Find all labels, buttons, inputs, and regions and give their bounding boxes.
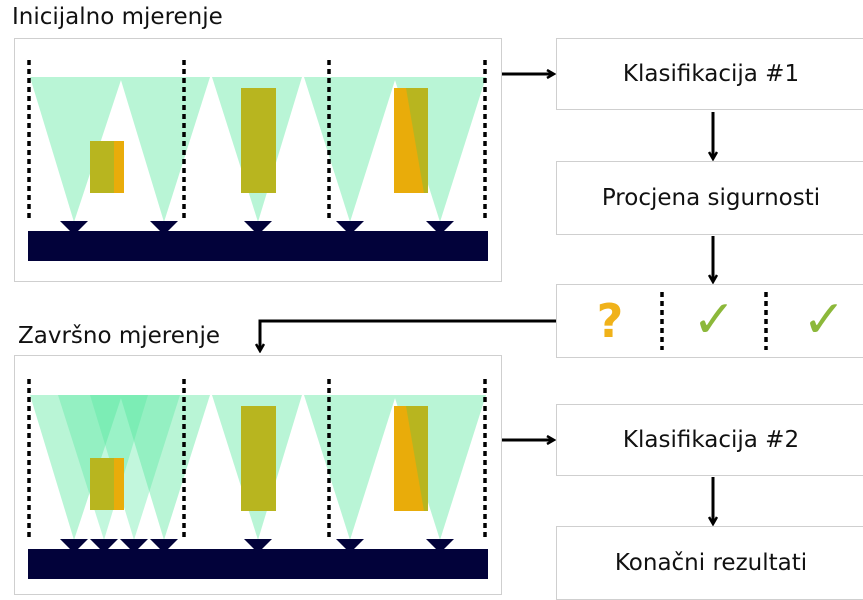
sensors [60,221,454,231]
object-1-overlap [90,458,114,510]
arrow-result-to-final [260,319,556,351]
confidence-result-box [556,284,863,358]
initial-measurement-title: Inicijalno mjerenje [12,4,223,30]
object-3-overlap [406,406,428,511]
sensor-extra-2 [120,539,148,549]
sensor-base [28,549,488,579]
sensor-1 [60,221,88,231]
object-1-overlap [90,141,114,193]
beam-4 [304,77,396,222]
beam-2 [120,77,210,222]
classification-2-box: Klasifikacija #2 [556,404,863,476]
check-icon-2: ✓ [802,290,846,350]
sensor-5 [426,221,454,231]
beam-extra-2 [90,395,180,540]
sensor-base [28,231,488,261]
sensor-extra-1 [90,539,118,549]
check-icon-1: ✓ [692,290,736,350]
sensor-2 [150,539,178,549]
final-measurement-title: Završno mjerenje [18,323,221,349]
beam-1 [30,395,122,540]
sensor-3 [244,221,272,231]
sensor-5 [426,539,454,549]
confidence-estimation-box: Procjena sigurnosti [556,161,863,235]
object-2 [241,406,276,511]
final-scene [27,379,488,579]
beam-1 [30,77,122,222]
question-mark-icon: ? [596,294,624,348]
object-3-overlap [406,88,428,193]
sensor-4 [336,221,364,231]
sensor-1 [60,539,88,549]
classification-1-box: Klasifikacija #1 [556,38,863,110]
beam-4 [304,395,396,540]
beam-2 [120,395,210,540]
final-results-box: Konačni rezultati [556,526,863,600]
confidence-separators [660,292,768,350]
sensor-4 [336,539,364,549]
sensors [60,539,454,549]
flow-arrows [260,74,713,524]
object-2 [241,88,276,193]
sensor-3 [244,539,272,549]
initial-scene [27,60,488,261]
sensor-2 [150,221,178,231]
